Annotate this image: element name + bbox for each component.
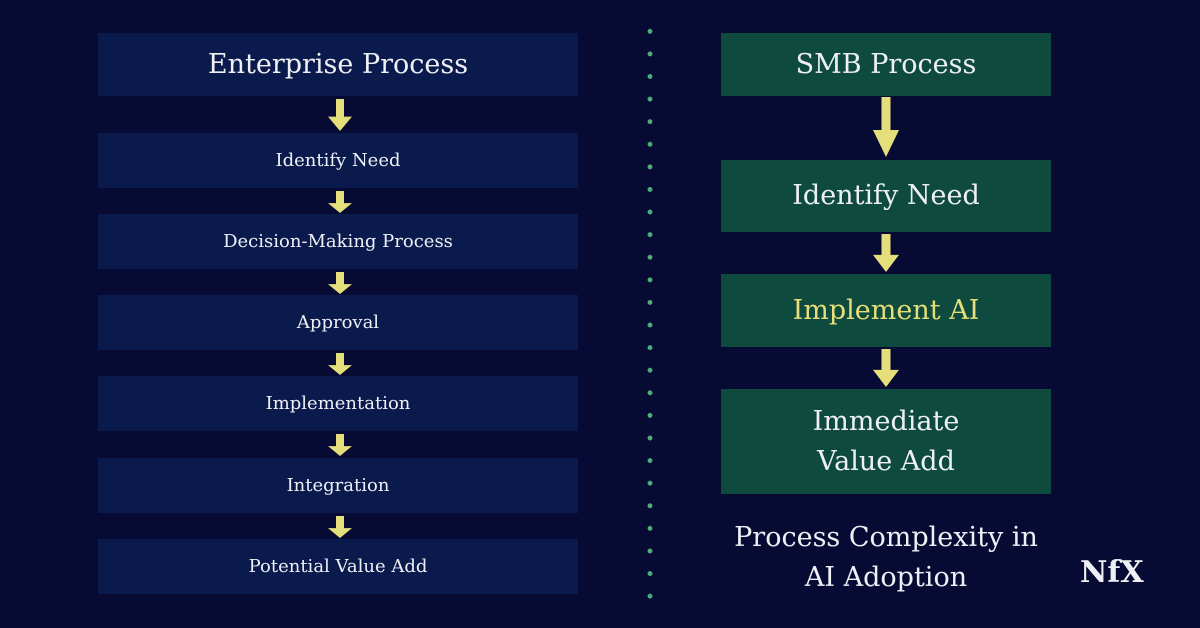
smb-title-box: SMB Process: [721, 33, 1051, 96]
step-label: Implementation: [265, 393, 411, 414]
smb-step: Identify Need: [721, 160, 1051, 232]
enterprise-step: Approval: [98, 295, 578, 350]
enterprise-step: Potential Value Add: [98, 539, 578, 594]
smb-step-highlight: Implement AI: [721, 274, 1051, 347]
down-arrow-icon: [328, 516, 352, 538]
caption: Process Complexity in AI Adoption: [734, 522, 1038, 593]
enterprise-step: Decision-Making Process: [98, 214, 578, 269]
step-label: Integration: [286, 475, 390, 496]
down-arrow-icon: [328, 353, 352, 375]
nfx-logo: NfX: [1080, 555, 1144, 590]
down-arrow-icon: [873, 97, 899, 157]
down-arrow-icon: [328, 434, 352, 456]
smb-step: Immediate Value Add: [721, 389, 1051, 494]
enterprise-step: Identify Need: [98, 133, 578, 188]
down-arrow-icon: [873, 349, 899, 387]
step-label: Approval: [296, 312, 380, 333]
enterprise-title-box: Enterprise Process: [98, 33, 578, 96]
down-arrow-icon: [873, 234, 899, 272]
step-label: Identify Need: [275, 150, 401, 171]
enterprise-step: Implementation: [98, 376, 578, 431]
step-label: Implement AI: [792, 294, 980, 326]
step-label: Immediate Value Add: [812, 405, 960, 477]
step-label: Potential Value Add: [248, 556, 428, 577]
step-label: Decision-Making Process: [223, 231, 453, 252]
smb-title: SMB Process: [795, 48, 977, 80]
down-arrow-icon: [328, 99, 352, 131]
down-arrow-icon: [328, 191, 352, 213]
step-label: Identify Need: [792, 180, 980, 211]
enterprise-step: Integration: [98, 458, 578, 513]
dotted-divider: [647, 20, 653, 610]
enterprise-title: Enterprise Process: [207, 49, 469, 80]
down-arrow-icon: [328, 272, 352, 294]
